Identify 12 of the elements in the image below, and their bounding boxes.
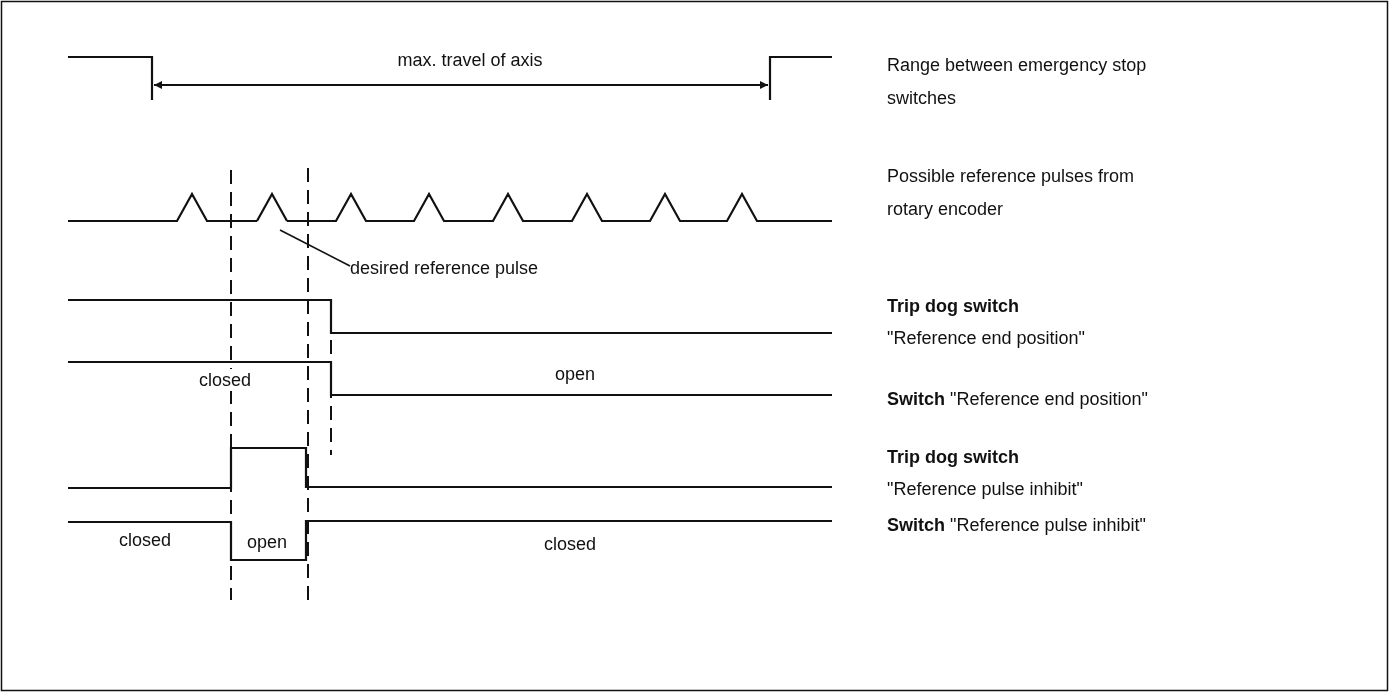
signal-description: "Reference end position": [887, 327, 1085, 349]
signal-description: Range between emergency stop switches: [887, 54, 1148, 110]
state-label: closed: [199, 369, 251, 391]
signal-description: "Reference pulse inhibit": [887, 478, 1083, 500]
leader-line: [279, 229, 351, 267]
signal-description: Trip dog switch: [887, 295, 1019, 317]
reference-pulse: [256, 191, 288, 222]
callout-text: desired reference pulse: [350, 257, 539, 279]
signal-description: Possible reference pulses from rotary encoder: [887, 165, 1136, 221]
signal-description: Switch "Reference end position": [887, 388, 1148, 410]
signal-description: Switch "Reference pulse inhibit": [887, 514, 1146, 536]
signal-description: Trip dog switch: [887, 446, 1019, 468]
